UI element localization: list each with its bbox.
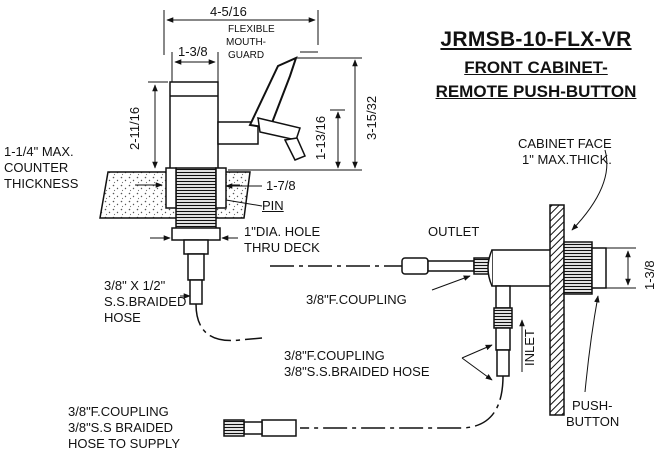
dim-overall-height: 3-15/32 <box>364 95 379 140</box>
subtitle-line-1: FRONT CABINET- <box>464 58 608 77</box>
label-thru-deck: THRU DECK <box>244 240 320 255</box>
dim-body-height: 2-11/16 <box>127 106 142 150</box>
label-flexible: FLEXIBLE <box>228 24 275 35</box>
label-cabinet-face: CABINET FACE <box>518 136 612 151</box>
label-supply-braided: 3/8"S.S BRAIDED <box>68 420 174 435</box>
label-inlet-hose: 3/8"S.S.BRAIDED HOSE <box>284 364 430 379</box>
label-pin: PIN <box>262 198 284 213</box>
dim-button-dia: 1-3/8 <box>642 260 657 290</box>
label-braided: S.S.BRAIDED <box>104 294 187 309</box>
model-title: JRMSB-10-FLX-VR <box>440 28 632 51</box>
label-supply-coupling: 3/8"F.COUPLING <box>68 404 169 419</box>
label-thickness: THICKNESS <box>4 176 79 191</box>
label-inlet-coupling: 3/8"F.COUPLING <box>284 348 385 363</box>
label-guard: GUARD <box>228 50 265 61</box>
valve-assembly <box>180 149 636 437</box>
bubbler-assembly <box>99 10 362 342</box>
label-counter-max: 1-1/4" MAX. <box>4 144 74 159</box>
dim-shank: 1-7/8 <box>266 178 296 193</box>
dim-overall-width: 4-5/16 <box>210 4 247 19</box>
label-counter: COUNTER <box>4 160 69 175</box>
label-hole: 1"DIA. HOLE <box>244 224 321 239</box>
label-outlet-coupling: 3/8"F.COUPLING <box>306 292 407 307</box>
label-braided-size: 3/8" X 1/2" <box>104 278 166 293</box>
dim-guard-height: 1-13/16 <box>313 115 328 160</box>
label-mouth: MOUTH- <box>226 37 266 48</box>
subtitle-line-2: REMOTE PUSH-BUTTON <box>435 82 637 101</box>
label-outlet: OUTLET <box>428 224 480 239</box>
label-push: PUSH- <box>572 398 613 413</box>
label-hose: HOSE <box>104 310 141 325</box>
dim-body-width: 1-3/8 <box>178 44 208 59</box>
label-cabinet-thick: 1" MAX.THICK. <box>522 152 612 167</box>
label-button: BUTTON <box>566 414 620 429</box>
label-supply-hose: HOSE TO SUPPLY <box>68 436 180 451</box>
label-inlet: INLET <box>522 329 537 366</box>
